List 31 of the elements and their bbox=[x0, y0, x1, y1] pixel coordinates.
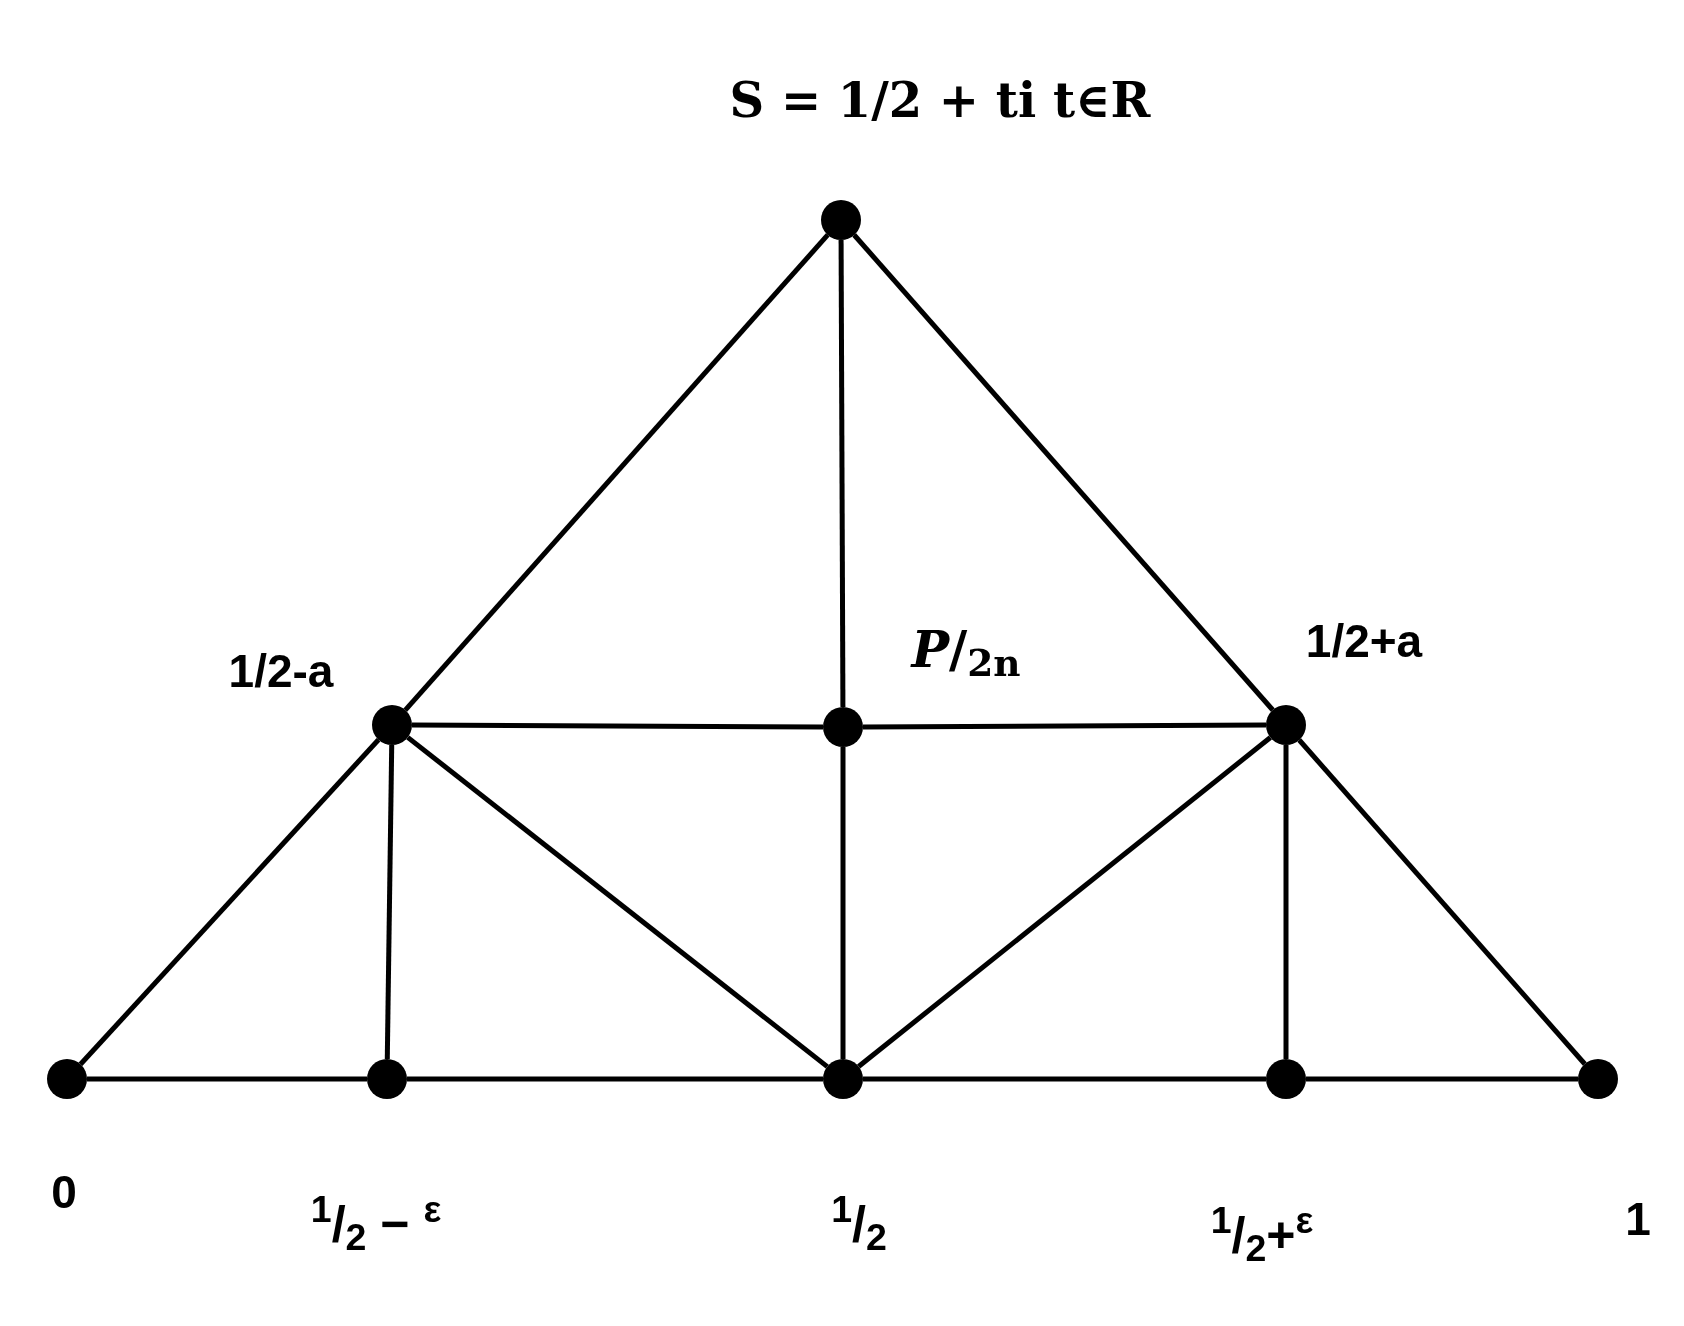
graph-vertex bbox=[1578, 1059, 1618, 1099]
edge-line bbox=[406, 735, 829, 1069]
edge-line bbox=[1306, 1076, 1578, 1082]
edge-line bbox=[407, 1076, 823, 1082]
vertex-label: 0 bbox=[51, 1169, 77, 1215]
graph-vertex bbox=[367, 1059, 407, 1099]
graph-vertex bbox=[372, 705, 412, 745]
edge-line bbox=[838, 240, 846, 707]
edge-line bbox=[1297, 738, 1587, 1066]
edge-line bbox=[78, 738, 381, 1066]
edge-line bbox=[857, 735, 1272, 1069]
edge-line bbox=[863, 722, 1266, 730]
graph-vertex bbox=[1266, 1059, 1306, 1099]
edge-line bbox=[384, 744, 395, 1060]
edge-line bbox=[87, 1076, 367, 1082]
graph-vertex bbox=[821, 200, 861, 240]
edge-line bbox=[403, 233, 830, 712]
edge-line bbox=[1283, 745, 1289, 1059]
graph-vertex bbox=[823, 1059, 863, 1099]
graph-vertex bbox=[47, 1059, 87, 1099]
edge-line bbox=[412, 722, 823, 730]
vertex-label: 1 bbox=[1625, 1196, 1651, 1242]
edge-line bbox=[863, 1076, 1266, 1082]
vertex-label: S = 1/2 + ti t∈R bbox=[729, 76, 1151, 124]
edge-line bbox=[840, 747, 846, 1059]
graph-vertex bbox=[823, 707, 863, 747]
vertex-label: P/$_{2n}$ bbox=[911, 625, 1021, 675]
edge-line bbox=[852, 233, 1275, 712]
vertex-label: 1/2-a bbox=[228, 648, 334, 694]
graph-vertex bbox=[1266, 705, 1306, 745]
vertex-label: 1/2+a bbox=[1305, 618, 1423, 664]
